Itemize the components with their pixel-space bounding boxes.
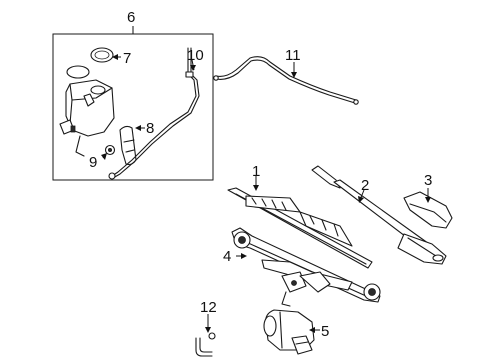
callout-8: 8 (146, 120, 154, 137)
arrow-3 (425, 197, 431, 203)
reservoir-cap (66, 47, 114, 79)
arrow-5 (309, 327, 315, 333)
arrow-7 (112, 54, 118, 60)
arrow-8 (135, 125, 141, 131)
wiper-linkage (231, 227, 381, 307)
callout-3: 3 (424, 172, 432, 189)
callout-4: 4 (223, 248, 231, 265)
arrow-11 (291, 72, 297, 78)
callout-5: 5 (321, 323, 329, 340)
arrow-1 (253, 185, 259, 191)
callout-2: 2 (361, 177, 369, 194)
pump-grommet (104, 144, 116, 156)
pivot-cap (403, 191, 453, 229)
arrow-2 (358, 196, 364, 203)
washer-hose (108, 47, 200, 180)
wiper-blade (227, 187, 373, 269)
callout-6: 6 (127, 9, 135, 26)
wiper-motor (263, 309, 315, 355)
callout-9: 9 (89, 154, 97, 171)
callout-11: 11 (285, 47, 301, 64)
cowl-washer-hose (213, 56, 359, 105)
nozzle-hose (195, 332, 216, 357)
callout-12: 12 (200, 299, 217, 316)
washer-reservoir (59, 79, 115, 157)
callout-1: 1 (252, 163, 260, 180)
arrow-10 (190, 65, 196, 71)
callout-10: 10 (187, 47, 204, 64)
arrow-9 (101, 153, 107, 160)
arrow-12 (205, 327, 211, 333)
arrow-4 (241, 253, 247, 259)
callout-7: 7 (123, 50, 131, 67)
